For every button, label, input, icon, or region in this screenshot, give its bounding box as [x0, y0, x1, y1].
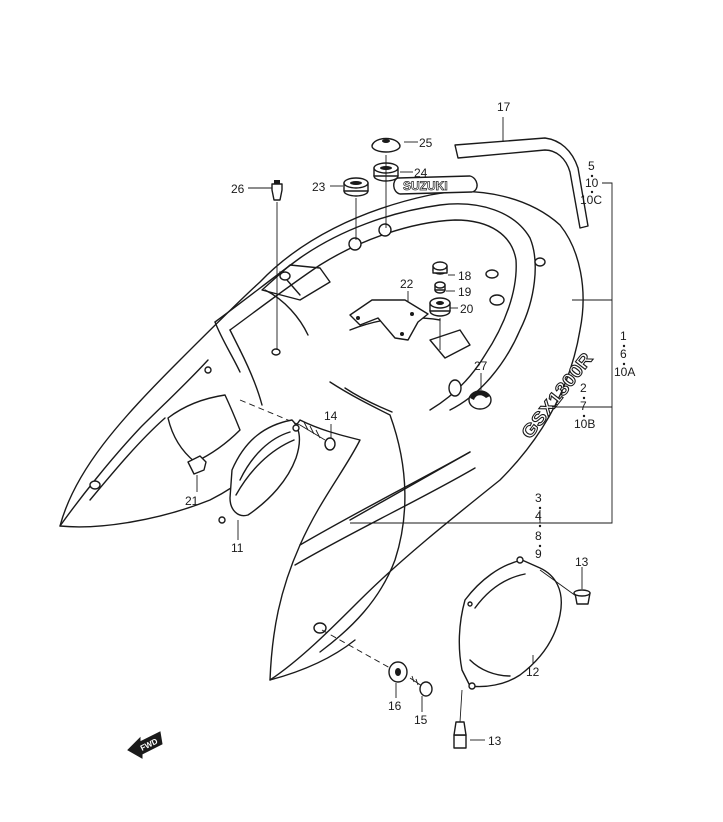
callout-10c: 10C [580, 193, 602, 207]
screw-part-13-upper [573, 589, 591, 605]
callout-3: 3 [535, 491, 542, 505]
cap-part-25 [371, 137, 401, 153]
tool-case-part-11 [218, 419, 301, 524]
callout-10b: 10B [574, 417, 595, 431]
callout-2: 2 [580, 381, 587, 395]
clip-part-21 [187, 455, 207, 475]
screw-part-13-lower [453, 721, 467, 749]
callout-27: 27 [474, 359, 488, 373]
callout-labels: 17 25 24 23 26 5 10 10C 18 19 20 22 1 6 … [185, 100, 635, 748]
callout-19: 19 [458, 285, 472, 299]
emblem-brand-text: SUZUKI [403, 179, 448, 193]
leader-lines [196, 117, 583, 741]
callout-8: 8 [535, 529, 542, 543]
callout-14: 14 [324, 409, 338, 423]
cushion-part-23 [343, 177, 369, 197]
callout-23: 23 [312, 180, 326, 194]
callout-22: 22 [400, 277, 414, 291]
plug-part-27 [468, 390, 492, 410]
bracket-part-22 [349, 299, 429, 341]
callout-24: 24 [414, 166, 428, 180]
callout-17: 17 [497, 100, 511, 114]
callout-21: 21 [185, 494, 199, 508]
callout-11: 11 [231, 541, 244, 555]
callout-10-top: 10 [585, 176, 599, 190]
callout-5: 5 [588, 159, 595, 173]
side-panel-part-12 [458, 556, 562, 690]
suzuki-emblem: SUZUKI [393, 175, 478, 195]
bolt-part-18 [432, 261, 448, 275]
seat-tail-cover [59, 190, 584, 681]
callout-4: 4 [535, 509, 542, 523]
callout-6: 6 [620, 347, 627, 361]
callout-26: 26 [231, 182, 245, 196]
callout-16: 16 [388, 699, 402, 713]
callout-15: 15 [414, 713, 428, 727]
callout-18: 18 [458, 269, 472, 283]
callout-7: 7 [580, 399, 587, 413]
clip-part-26 [271, 180, 283, 201]
callout-20: 20 [460, 302, 474, 316]
cushion-part-20 [429, 297, 451, 317]
callout-10a: 10A [614, 365, 635, 379]
screw-part-14 [299, 421, 336, 451]
spacer-part-19 [434, 281, 446, 294]
callout-1: 1 [620, 329, 627, 343]
screw-part-15 [409, 675, 433, 697]
callout-13-lower: 13 [488, 734, 502, 748]
callout-9: 9 [535, 547, 542, 561]
reference-lines [350, 182, 613, 524]
seat-handle-trim [454, 137, 589, 229]
cushion-part-16 [388, 661, 408, 683]
callout-13-upper: 13 [575, 555, 589, 569]
callout-25: 25 [419, 136, 433, 150]
callout-12: 12 [526, 665, 540, 679]
fwd-arrow-icon: FWD [127, 731, 163, 759]
